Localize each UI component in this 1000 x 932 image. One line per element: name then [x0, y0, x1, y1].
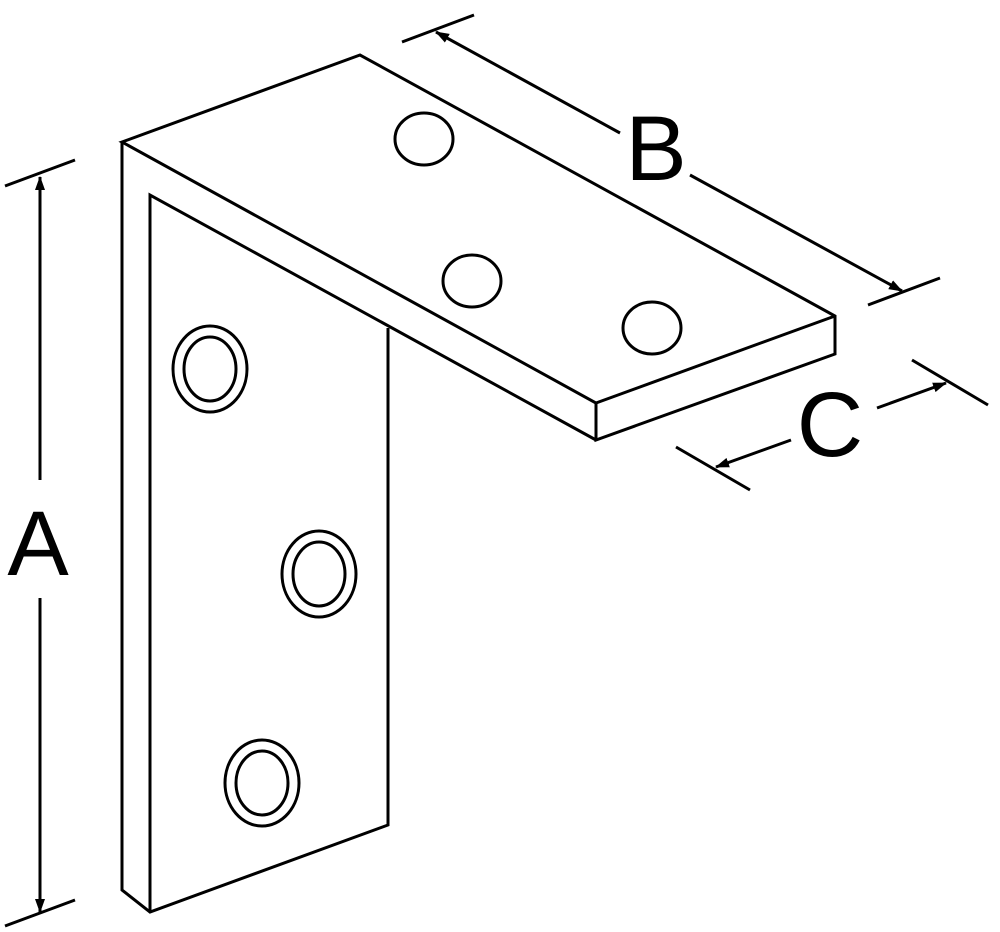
label-c: C: [797, 374, 863, 476]
dimension-b: B: [401, 13, 941, 307]
bracket-outline: [118, 53, 837, 914]
top-plate-holes: [393, 111, 683, 356]
vertical-plate-holes: [171, 324, 358, 828]
label-b: B: [625, 98, 686, 200]
dimension-c: C: [675, 358, 989, 492]
label-a: A: [7, 493, 69, 595]
dimension-a: A: [4, 158, 76, 928]
